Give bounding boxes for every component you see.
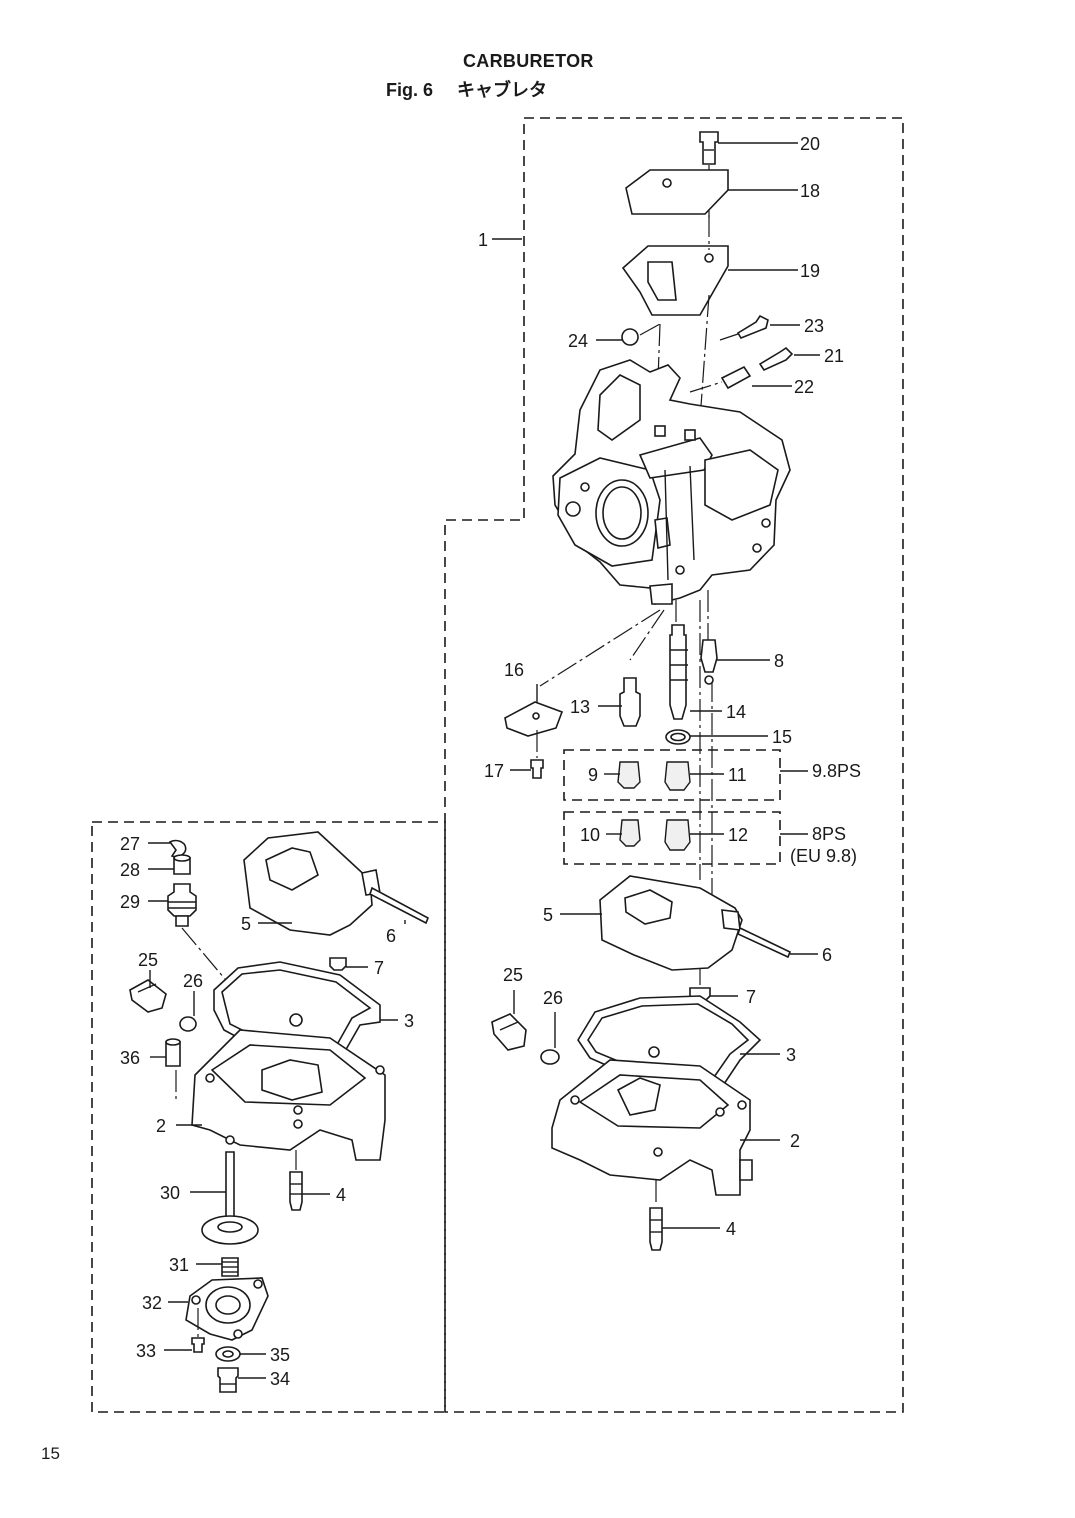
o-ring-26-kit xyxy=(179,1016,197,1032)
callout-13: 13 xyxy=(570,697,590,717)
pilot-jet-13 xyxy=(619,677,641,727)
callout-3-left: 3 xyxy=(404,1011,414,1031)
callout-22: 22 xyxy=(794,377,814,397)
float-chamber-2-kit xyxy=(191,1013,386,1161)
assembly-1-boundary xyxy=(444,117,904,1413)
diagram-title: CARBURETOR xyxy=(463,51,594,71)
callout-5-right: 5 xyxy=(543,905,553,925)
main-assembly xyxy=(491,131,794,1251)
callout-11: 11 xyxy=(728,765,747,785)
plug-24 xyxy=(621,328,639,346)
cover-plate-18 xyxy=(625,169,729,215)
callout-4-right: 4 xyxy=(726,1219,736,1239)
callout-21: 21 xyxy=(824,346,844,366)
float-pin-6-kit xyxy=(369,886,430,925)
callout-3-right: 3 xyxy=(786,1045,796,1065)
callout-19: 19 xyxy=(800,261,820,281)
callout-4-left: 4 xyxy=(336,1185,346,1205)
figure-caption: Fig. 6 キャブレタ xyxy=(386,76,547,102)
callout-35: 35 xyxy=(270,1345,290,1365)
callout-2-right: 2 xyxy=(790,1131,800,1151)
jet-group-8ps-boundary xyxy=(563,811,781,865)
screw-4 xyxy=(649,1207,663,1251)
callout-23: 23 xyxy=(804,316,824,336)
float-chamber-2 xyxy=(551,1046,753,1196)
spring-22 xyxy=(720,365,752,390)
callout-leaders xyxy=(148,142,820,1379)
valve-29 xyxy=(167,883,197,917)
screw-7-kit xyxy=(329,957,347,971)
float-pin-holder-16 xyxy=(504,701,564,737)
plunger-30 xyxy=(225,1151,235,1221)
callout-15: 15 xyxy=(772,727,792,747)
screw-17 xyxy=(530,759,544,779)
o-ring-26 xyxy=(540,1049,560,1065)
callout-18: 18 xyxy=(800,181,820,201)
jet-12 xyxy=(664,819,691,851)
figure-japanese-title: キャブレタ xyxy=(457,80,548,101)
callout-6-right: 6 xyxy=(822,945,832,965)
drain-screw-25-kit xyxy=(129,979,167,1013)
jet-group-98ps-boundary xyxy=(563,749,781,801)
callout-12: 12 xyxy=(728,825,748,845)
float-5 xyxy=(599,875,743,971)
callout-34: 34 xyxy=(270,1369,290,1389)
label-9-8ps: 9.8PS xyxy=(812,761,861,781)
jet-9 xyxy=(617,761,641,789)
label-eu-9-8: (EU 9.8) xyxy=(790,846,857,866)
callout-31: 31 xyxy=(169,1255,189,1275)
jet-11 xyxy=(664,761,691,791)
drain-screw-25 xyxy=(491,1013,527,1051)
screw-33 xyxy=(191,1337,205,1353)
callout-20: 20 xyxy=(800,134,820,154)
callout-26-right: 26 xyxy=(543,988,563,1008)
screw-21 xyxy=(758,346,794,372)
callout-28: 28 xyxy=(120,860,140,880)
callout-30: 30 xyxy=(160,1183,180,1203)
callout-16: 16 xyxy=(504,660,524,680)
callout-10: 10 xyxy=(580,825,600,845)
callout-8: 8 xyxy=(774,651,784,671)
callout-5-left: 5 xyxy=(241,914,251,934)
callout-6-left: 6 xyxy=(386,926,396,946)
screw-4-kit xyxy=(289,1171,303,1211)
assembly-boundaries xyxy=(91,117,904,1413)
float-5-kit xyxy=(243,831,373,936)
callout-33: 33 xyxy=(136,1341,156,1361)
screw-23 xyxy=(736,314,769,339)
label-8ps: 8PS xyxy=(812,824,846,844)
screw-20 xyxy=(699,131,719,165)
callout-26-left: 26 xyxy=(183,971,203,991)
rebuild-kit-boundary xyxy=(91,821,446,1413)
rebuild-kit xyxy=(129,831,430,1393)
main-nozzle-14 xyxy=(669,624,687,720)
callout-7-right: 7 xyxy=(746,987,756,1007)
callout-7-left: 7 xyxy=(374,958,384,978)
page-number: 15 xyxy=(41,1444,60,1463)
plug-34 xyxy=(217,1367,239,1393)
callout-32: 32 xyxy=(142,1293,162,1313)
callout-numbers: 1 20 18 19 23 24 21 22 8 16 13 14 15 17 … xyxy=(120,134,861,1389)
callout-25-right: 25 xyxy=(503,965,523,985)
callout-29: 29 xyxy=(120,892,140,912)
callout-36: 36 xyxy=(120,1048,140,1068)
clip-27 xyxy=(168,839,187,858)
callout-24: 24 xyxy=(568,331,588,351)
callout-2-left: 2 xyxy=(156,1116,166,1136)
figure-number: Fig. 6 xyxy=(386,80,434,100)
callout-27: 27 xyxy=(120,834,140,854)
callout-1: 1 xyxy=(478,230,488,250)
callout-25-left: 25 xyxy=(138,950,158,970)
carburetor-body xyxy=(552,359,791,605)
callout-17: 17 xyxy=(484,761,504,781)
jet-10 xyxy=(619,819,641,847)
needle-valve-8 xyxy=(700,639,718,673)
callout-9: 9 xyxy=(588,765,598,785)
float-pin-6 xyxy=(737,926,792,959)
callout-14: 14 xyxy=(726,702,746,722)
